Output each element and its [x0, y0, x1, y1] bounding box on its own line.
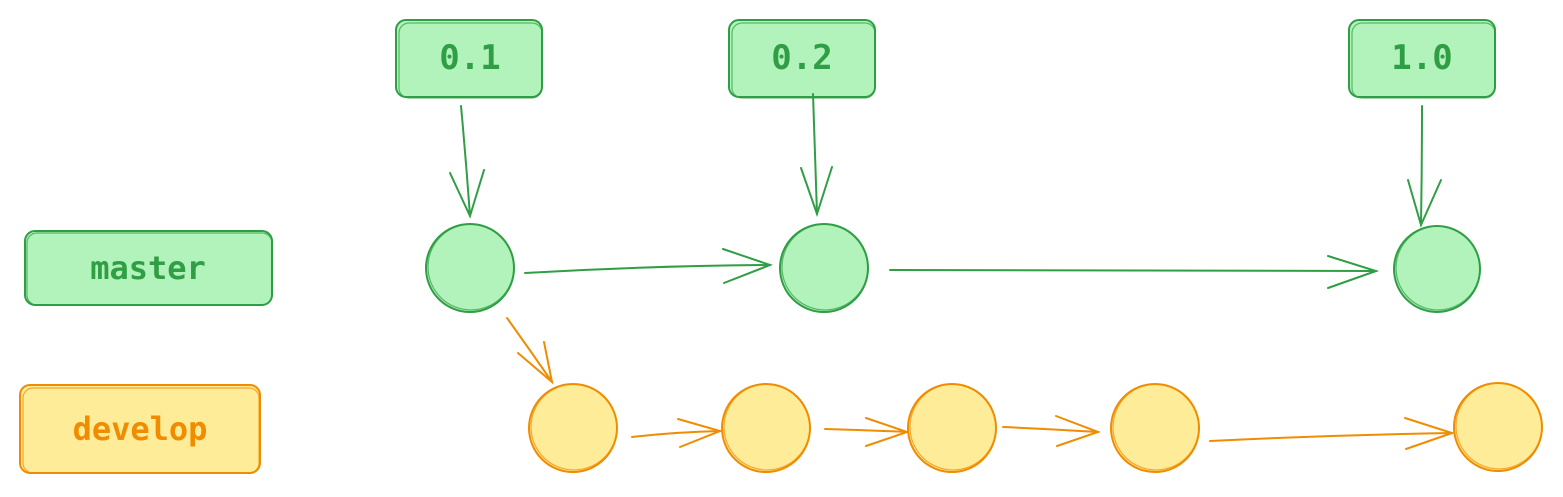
tag-0-2-arrow-head — [800, 166, 833, 218]
branch-off-arrow — [506, 317, 554, 385]
tag-0-2-label: 0.2 — [771, 38, 832, 78]
develop-arrow-1-shaft — [631, 430, 721, 438]
develop-commit-2 — [721, 383, 811, 473]
develop-commit-4-sketch — [1112, 383, 1200, 471]
tag-1-0-arrow-head — [1407, 179, 1442, 228]
master-commit-2-sketch — [781, 223, 869, 311]
develop-arrow-2 — [824, 417, 911, 447]
branch-develop-label: develop — [73, 410, 208, 448]
tag-0-1-label: 0.1 — [439, 38, 500, 78]
master-arrow-2-shaft — [889, 269, 1377, 272]
tag-0-1-arrow — [449, 105, 485, 219]
master-commit-1-sketch — [427, 223, 515, 311]
tag-0-1-arrow-head — [449, 169, 485, 219]
develop-arrow-3-head — [1055, 415, 1101, 447]
develop-arrow-4-shaft — [1209, 432, 1453, 442]
tag-0-1: 0.1 — [395, 19, 543, 99]
master-commit-2 — [779, 223, 869, 313]
develop-commit-3 — [907, 383, 997, 473]
branch-develop: develop — [19, 384, 261, 474]
tag-1-0-box-sketch — [1351, 22, 1496, 99]
develop-arrow-4 — [1209, 417, 1456, 450]
develop-commit-5-sketch — [1455, 382, 1543, 470]
tag-0-1-arrow-shaft — [460, 105, 471, 217]
develop-commit-4 — [1110, 383, 1200, 473]
tag-0-2-box-sketch — [731, 22, 876, 99]
develop-commit-1-sketch — [530, 383, 618, 471]
master-arrow-1-shaft — [524, 264, 771, 274]
develop-arrow-1-head — [677, 418, 724, 448]
develop-commit-5 — [1453, 382, 1543, 472]
develop-arrow-2-shaft — [824, 428, 908, 433]
develop-commit-2-sketch — [723, 383, 811, 471]
tag-0-2-arrow-shaft — [812, 93, 818, 215]
branch-master-box-sketch — [26, 232, 273, 306]
tag-1-0-arrow-shaft — [1420, 105, 1423, 226]
branch-master: master — [24, 230, 273, 306]
branch-off-arrow-head — [517, 341, 554, 385]
tag-1-0: 1.0 — [1348, 19, 1496, 99]
branch-develop-box-sketch — [22, 387, 260, 474]
tag-0-2: 0.2 — [728, 19, 876, 99]
develop-commit-1 — [528, 383, 618, 473]
tag-0-2-arrow — [800, 93, 833, 218]
develop-arrow-4-head — [1404, 417, 1456, 450]
master-arrow-2-head — [1327, 255, 1380, 289]
master-commit-1 — [425, 223, 515, 313]
master-arrow-2 — [889, 255, 1380, 289]
master-commit-3 — [1393, 225, 1481, 313]
master-arrow-1-head — [722, 248, 773, 284]
tag-1-0-label: 1.0 — [1391, 38, 1452, 78]
master-arrow-1 — [524, 248, 773, 284]
develop-arrow-3-shaft — [1002, 426, 1099, 433]
develop-arrow-2-head — [865, 417, 911, 447]
tag-0-1-box-sketch — [398, 22, 543, 99]
develop-arrow-1 — [631, 418, 724, 448]
branch-master-label: master — [90, 249, 206, 287]
master-commit-3-sketch — [1395, 225, 1481, 311]
develop-arrow-3 — [1002, 415, 1101, 447]
develop-commit-3-sketch — [909, 383, 997, 471]
tag-1-0-arrow — [1407, 105, 1442, 228]
branch-off-arrow-shaft — [506, 317, 553, 383]
